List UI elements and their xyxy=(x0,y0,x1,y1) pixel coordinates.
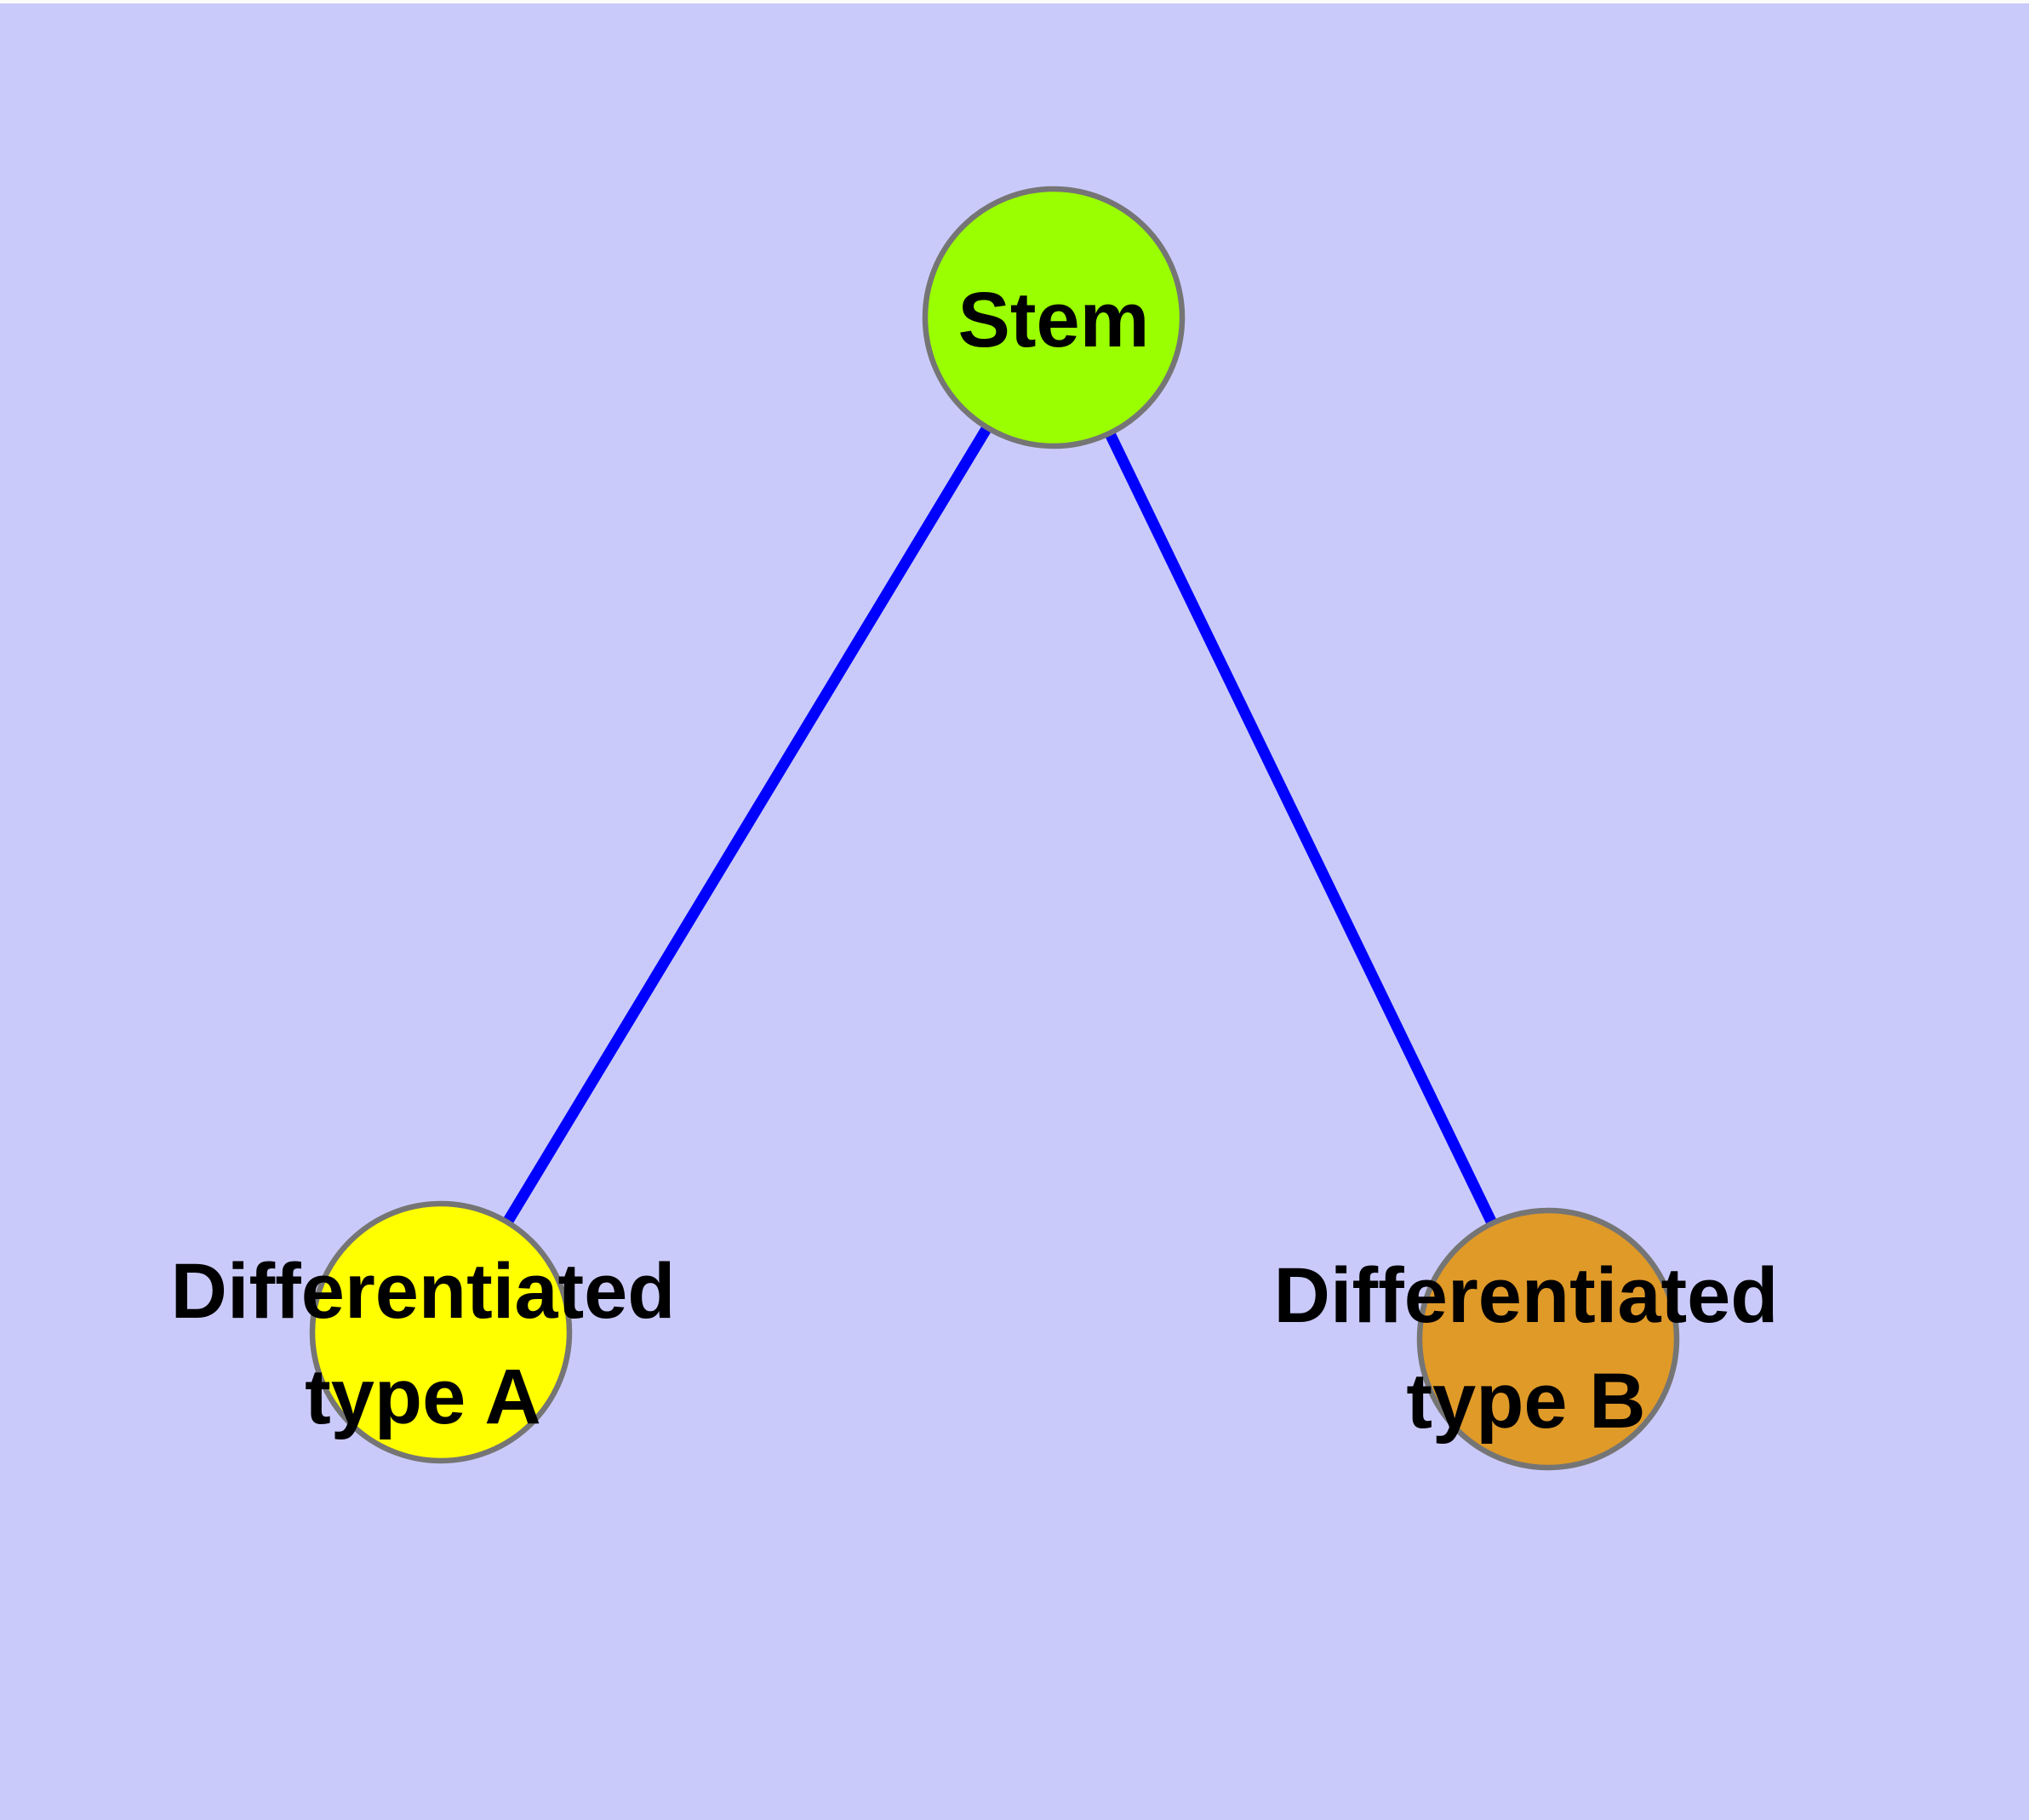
type-b-node: Differentiated type B xyxy=(1274,1207,1779,1471)
edge-stem-to-type-a xyxy=(436,314,1059,1336)
type-a-node-label-line2: type A xyxy=(305,1354,541,1440)
type-b-node-label-line2: type B xyxy=(1406,1358,1645,1445)
edge-layer xyxy=(436,314,1553,1342)
type-a-node-label-line1: Differentiated xyxy=(171,1248,676,1335)
top-border-strip xyxy=(0,0,2029,3)
stem-node-circle xyxy=(922,186,1186,449)
type-a-node: Differentiated type A xyxy=(171,1200,676,1464)
stem-node-label: Stem xyxy=(958,277,1150,363)
type-b-node-label-line1: Differentiated xyxy=(1274,1252,1779,1339)
stem-node: Stem xyxy=(922,186,1186,449)
type-b-node-circle xyxy=(1416,1207,1680,1471)
type-a-node-circle xyxy=(309,1200,573,1464)
edge-stem-to-type-b xyxy=(1049,315,1553,1342)
